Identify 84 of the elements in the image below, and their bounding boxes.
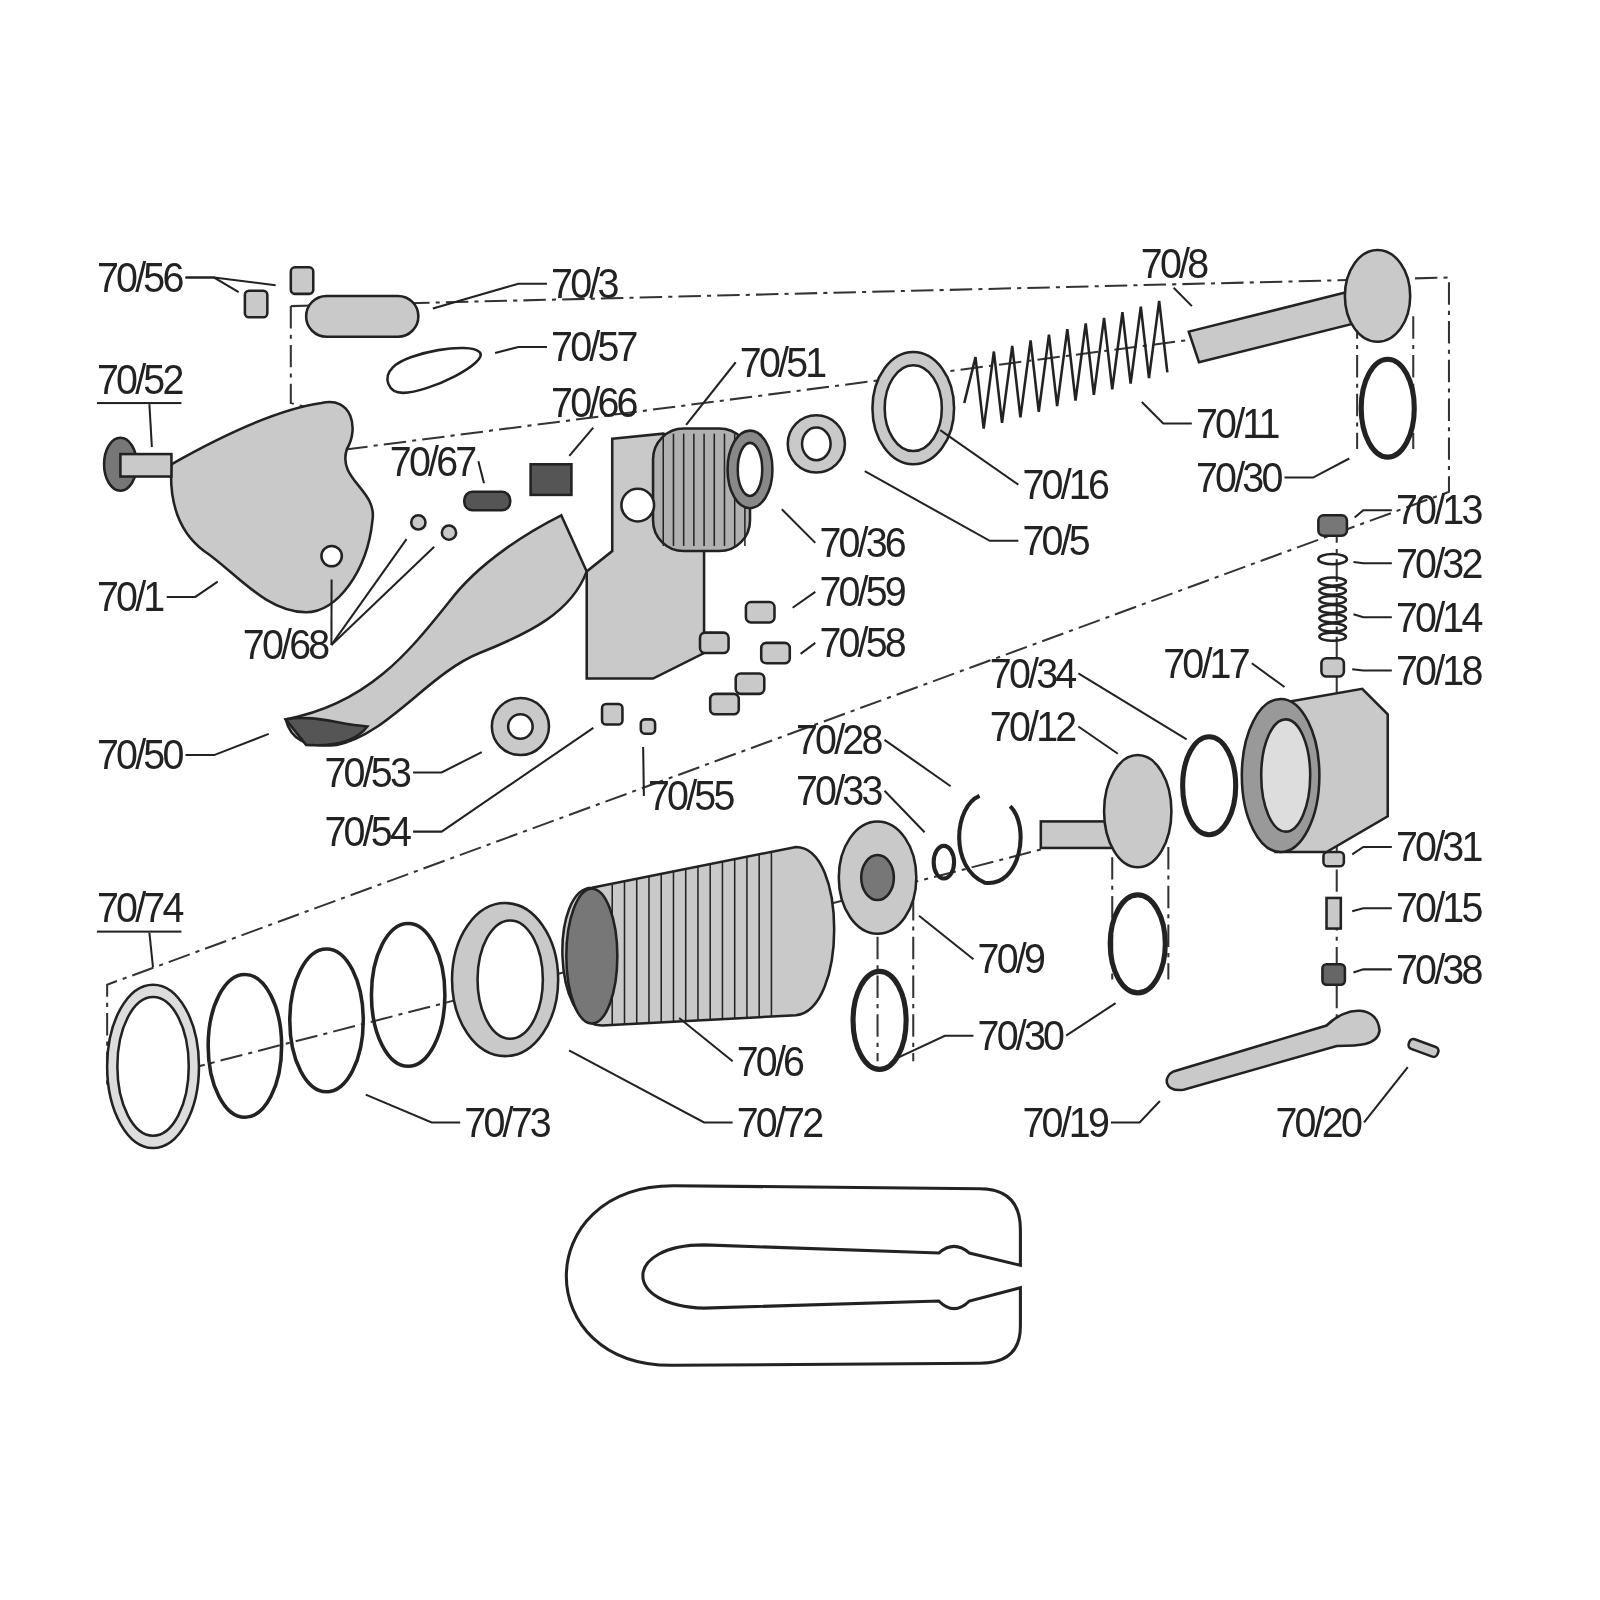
callout-number: 70/6 (736, 1038, 803, 1084)
callout-number: 70/59 (819, 569, 904, 615)
leader-line (432, 282, 547, 310)
callout-number: 70/55 (647, 773, 733, 819)
leader-line (1352, 668, 1392, 672)
callout-number: 70/52 (96, 357, 182, 405)
callout-number: 70/12 (989, 704, 1075, 749)
callout-number: 70/50 (96, 732, 182, 778)
leader-line (678, 1017, 734, 1063)
leader-line (1172, 286, 1193, 307)
callout-number: 70/38 (1395, 946, 1481, 992)
leader-line (642, 746, 645, 797)
callout-number: 70/68 (242, 622, 328, 668)
leader-line (413, 727, 594, 833)
leader-line (477, 460, 485, 484)
callout-number: 70/74 (96, 885, 182, 933)
callout-number: 70/20 (1275, 1100, 1361, 1145)
callout-number: 70/5 (1022, 518, 1088, 564)
leader-line (1353, 561, 1392, 565)
leader-line (1065, 1002, 1117, 1037)
callout-number: 70/32 (1395, 540, 1481, 586)
leader-line (1077, 672, 1188, 741)
leader-line (494, 345, 547, 355)
callout-number: 70/14 (1395, 594, 1481, 640)
leader-line (1284, 457, 1350, 479)
callout-number: 70/54 (324, 809, 410, 855)
callout-number: 70/36 (819, 520, 904, 566)
callout-number: 70/18 (1395, 647, 1481, 693)
callout-number: 70/30 (1195, 455, 1281, 500)
callout-number: 70/13 (1395, 487, 1481, 533)
callout-number: 70/57 (551, 324, 636, 370)
callout-number: 70/51 (739, 339, 825, 385)
callout-number: 70/31 (1395, 824, 1481, 870)
callout-number: 70/17 (1163, 640, 1248, 686)
callout-number: 70/15 (1395, 885, 1481, 931)
callout-number: 70/58 (819, 620, 904, 666)
callout-number: 70/1 (96, 574, 163, 620)
callout-number: 70/73 (464, 1100, 549, 1145)
callout-number: 70/30 (977, 1013, 1063, 1059)
leader-line (1250, 662, 1286, 688)
callout-number: 70/33 (795, 768, 881, 814)
callout-number: 70/56 (96, 255, 182, 300)
callout-number: 70/34 (989, 651, 1075, 696)
leader-line (148, 403, 153, 448)
leader-line (1351, 907, 1392, 913)
leader-line (781, 508, 817, 544)
callout-number: 70/66 (551, 380, 636, 426)
callout-number: 70/8 (1140, 240, 1207, 286)
leader-line (1111, 1100, 1161, 1124)
leader-line (800, 641, 817, 655)
leader-line (864, 470, 1019, 542)
leader-line (1077, 725, 1119, 755)
leader-line (365, 1093, 461, 1124)
leader-line (185, 732, 270, 757)
leader-line (330, 546, 435, 646)
leader-line (792, 590, 817, 609)
leader-line (939, 429, 1020, 486)
leader-line (166, 580, 219, 598)
leader-line (1353, 968, 1392, 974)
callout-number: 70/28 (795, 717, 881, 763)
leader-line (568, 1049, 733, 1124)
leader-line (918, 914, 975, 961)
callout-number: 70/11 (1195, 401, 1278, 446)
leader-line (1141, 401, 1192, 425)
callout-number: 70/67 (389, 438, 475, 484)
leader-line (897, 1034, 974, 1059)
callout-number: 70/9 (977, 936, 1043, 982)
callout-number: 70/53 (324, 750, 410, 795)
leader-line (1351, 845, 1392, 856)
leader-line (1353, 613, 1392, 619)
callout-number: 70/19 (1022, 1100, 1108, 1145)
leader-line (1363, 1066, 1409, 1124)
leader-line (883, 738, 952, 788)
leader-line (148, 931, 154, 968)
callout-number: 70/16 (1022, 462, 1108, 508)
leader-line (1354, 509, 1392, 519)
callout-number: 70/72 (736, 1100, 822, 1145)
leader-line (413, 751, 483, 774)
leader-line (330, 579, 333, 646)
callout-number: 70/3 (551, 261, 617, 307)
leader-line (883, 789, 926, 833)
leader-line (568, 426, 595, 457)
leader-line (685, 361, 737, 426)
leader-line (185, 276, 240, 294)
